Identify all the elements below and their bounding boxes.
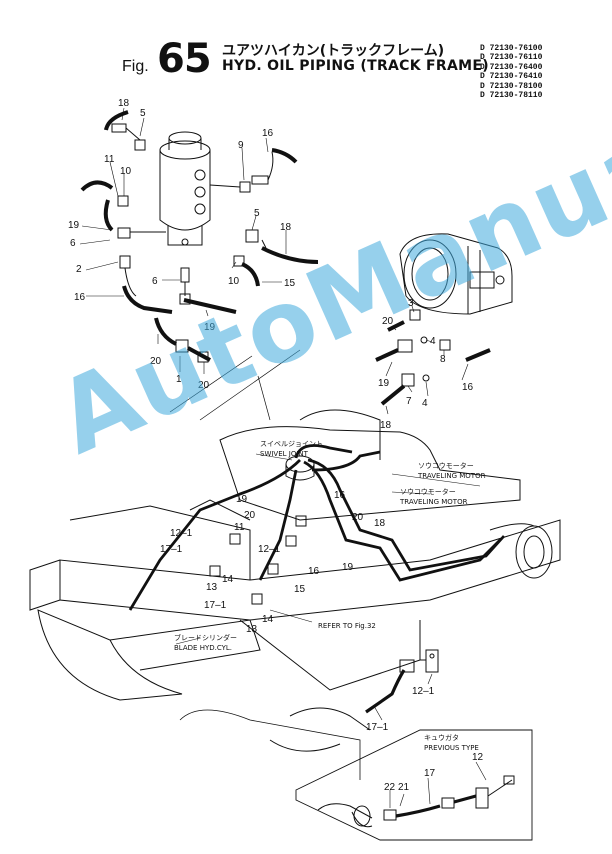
part-number: D 72130-76110 — [480, 53, 543, 63]
callout-1: 1 — [176, 374, 182, 385]
detail-lower-center — [269, 649, 439, 752]
callout-19: 19 — [236, 494, 248, 505]
traveling-motor-label-en: TRAVELING MOTOR — [417, 472, 486, 480]
callout-14: 14 — [262, 614, 274, 625]
part-number: D 72130-76100 — [480, 44, 543, 53]
callout-5: 5 — [254, 208, 260, 219]
track-frame-assembly — [29, 349, 561, 780]
callout-19: 19 — [204, 322, 216, 333]
main-hoses — [128, 444, 506, 611]
figure-label: Fig. — [122, 58, 149, 75]
callout-16: 16 — [462, 382, 474, 393]
figure-number: 65 — [157, 36, 212, 82]
callout-18: 18 — [280, 222, 292, 233]
callout-12-1: 12–1 — [258, 544, 281, 555]
callout-16: 16 — [262, 128, 274, 139]
blade-cylinder-label-en: BLADE HYD.CYL. — [174, 644, 232, 652]
callout-8: 8 — [440, 354, 446, 365]
callout-19: 19 — [378, 378, 390, 389]
callout-2: 2 — [76, 264, 82, 275]
callout-12: 12 — [472, 752, 484, 763]
callout-7: 7 — [406, 396, 412, 407]
callout-17-1: 17–1 — [366, 722, 389, 733]
callout-3: 3 — [408, 298, 414, 309]
callout-15: 15 — [284, 278, 296, 289]
title-english: HYD. OIL PIPING (TRACK FRAME) — [222, 58, 489, 74]
callout-14: 14 — [222, 574, 234, 585]
callout-5: 5 — [140, 108, 146, 119]
callout-17: 17 — [424, 768, 436, 779]
callout-12-1: 12–1 — [170, 528, 193, 539]
assembly-fittings — [209, 515, 307, 605]
callout-4: 4 — [422, 398, 428, 409]
callout-17-1: 17–1 — [160, 544, 183, 555]
callout-20: 20 — [382, 316, 394, 327]
callout-13: 13 — [246, 624, 258, 635]
swivel-joint-label-en: SWIVEL JOINT — [260, 450, 309, 458]
callout-11: 11 — [234, 522, 245, 533]
previous-type-label-jp: キュウガタ — [424, 733, 459, 742]
title-japanese: ユアツハイカン(トラックフレーム) — [222, 43, 445, 59]
callout-numbers: 18 5 16 9 11 10 19 6 5 18 2 6 10 15 16 1… — [68, 98, 484, 793]
callout-10: 10 — [228, 276, 240, 287]
swivel-joint-label-jp: スイベルジョイント — [260, 440, 323, 448]
callout-18: 18 — [118, 98, 130, 109]
part-number: D 72130-78100 — [480, 81, 543, 91]
callout-16: 16 — [74, 292, 86, 303]
callout-13: 13 — [206, 582, 218, 593]
callout-20: 20 — [150, 356, 162, 367]
previous-type-box — [295, 729, 533, 841]
refer-note: REFER TO Fig.32 — [318, 622, 376, 630]
callout-12-1: 12–1 — [412, 686, 435, 697]
callout-16: 16 — [334, 490, 346, 501]
callout-10: 10 — [120, 166, 132, 177]
blade-cylinder-label-jp: ブレードシリンダー — [174, 633, 237, 642]
callout-9: 9 — [238, 140, 244, 151]
callout-20: 20 — [352, 512, 364, 523]
part-number-list: D 72130-76100 D 72130-76110 D 72130-7640… — [480, 44, 542, 100]
traveling-motor-label-en: TRAVELING MOTOR — [399, 498, 468, 506]
part-number: D 72130-76410 — [480, 72, 543, 82]
swivel-joint-exploded — [79, 107, 319, 374]
callout-17-1: 17–1 — [204, 600, 227, 611]
callout-6: 6 — [70, 238, 76, 249]
callout-18: 18 — [380, 420, 392, 431]
callout-16: 16 — [308, 566, 320, 577]
callout-18: 18 — [374, 518, 386, 529]
traveling-motor-label-jp: ソウコウモーター — [400, 487, 456, 496]
callout-4: 4 — [430, 336, 436, 347]
callout-15: 15 — [294, 584, 306, 595]
callout-21: 21 — [398, 782, 410, 793]
callout-19: 19 — [68, 220, 80, 231]
callout-11: 11 — [104, 154, 115, 165]
previous-type-label-en: PREVIOUS TYPE — [424, 744, 479, 752]
traveling-motor-label-jp: ソウコウモーター — [418, 461, 474, 470]
part-number: D 72130-78110 — [480, 91, 543, 101]
part-number: D 72130-76400 — [480, 62, 543, 72]
callout-20: 20 — [244, 510, 256, 521]
component-labels: スイベルジョイント SWIVEL JOINT ソウコウモーター TRAVELIN… — [174, 440, 486, 752]
callout-20: 20 — [198, 380, 210, 391]
callout-22: 22 — [384, 782, 396, 793]
callout-19: 19 — [342, 562, 354, 573]
travel-motor-exploded — [375, 233, 513, 415]
callout-6: 6 — [152, 276, 158, 287]
